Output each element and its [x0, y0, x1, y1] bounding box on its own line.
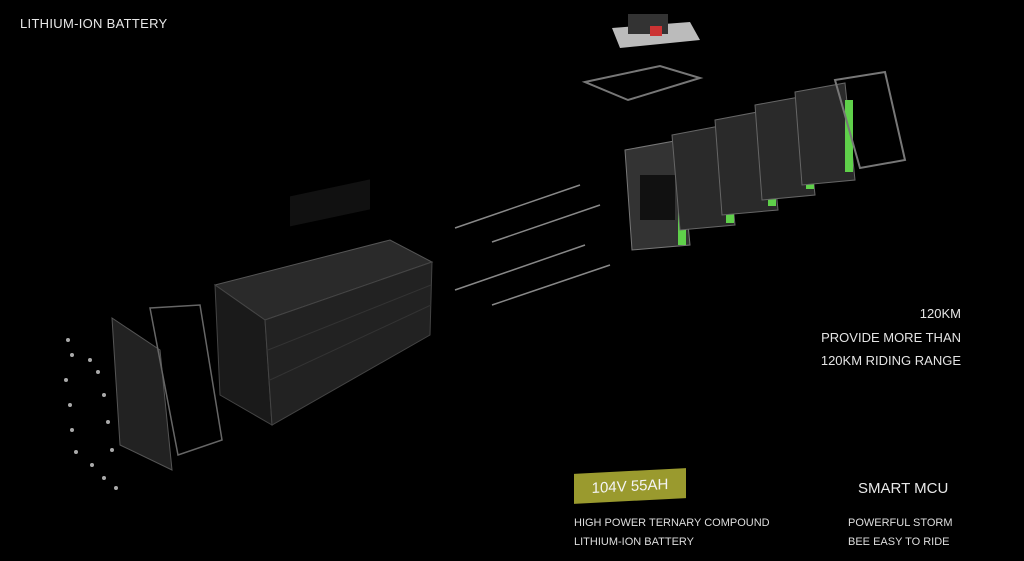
- end-cover: [111, 304, 223, 471]
- screws: [64, 338, 118, 490]
- battery-spec-badge: 104V 55AH: [574, 468, 686, 504]
- range-headline: 120KM: [919, 306, 961, 321]
- battery-desc-line-2: LITHIUM-ION BATTERY: [574, 536, 694, 548]
- mcu-title: SMART MCU: [858, 480, 949, 497]
- tie-rods: [454, 184, 611, 306]
- mcu-board: [581, 14, 704, 102]
- battery-desc-line-1: HIGH POWER TERNARY COMPOUND: [574, 517, 770, 529]
- mcu-desc-line-2: BEE EASY TO RIDE: [848, 536, 950, 548]
- page-title: LITHIUM-ION BATTERY: [20, 16, 168, 31]
- range-line-2: 120KM RIDING RANGE: [820, 353, 961, 368]
- mcu-desc-line-1: POWERFUL STORM: [848, 517, 953, 529]
- cell-modules: [624, 70, 907, 251]
- range-line-1: PROVIDE MORE THAN: [821, 330, 961, 345]
- battery-case: [213, 179, 434, 426]
